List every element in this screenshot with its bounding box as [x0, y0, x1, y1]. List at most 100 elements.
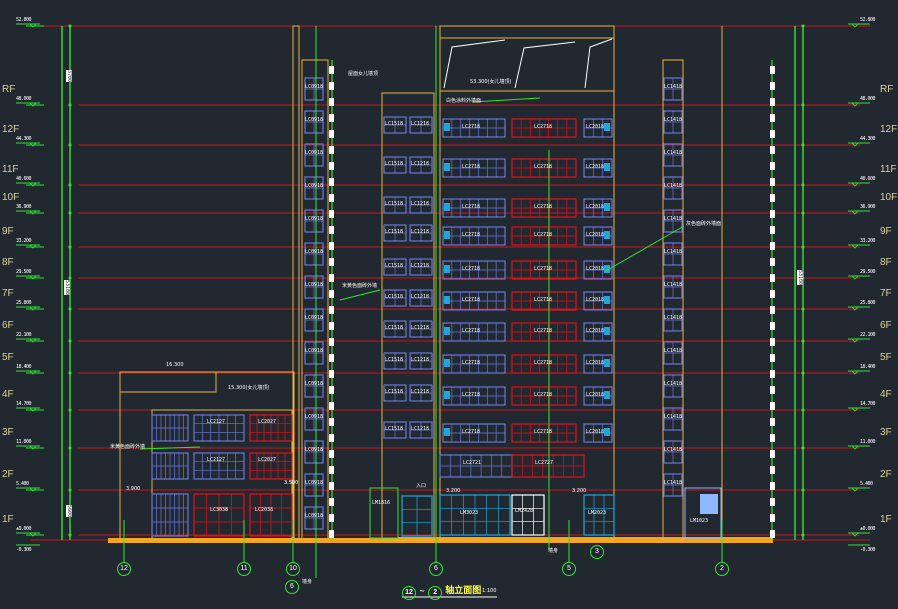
dimension-tick	[801, 307, 805, 311]
main-window-label-blue: LC2718	[462, 204, 481, 210]
axis-bubble-2: 2	[715, 562, 729, 576]
dimension-tick	[801, 408, 805, 412]
floor-label-right: 1F	[880, 514, 892, 525]
podium-top-elev: 16.300	[166, 362, 184, 368]
main-window-label-blue: LC2718	[462, 297, 481, 303]
right-dim-tick	[770, 178, 775, 186]
dimension-tick	[801, 245, 805, 249]
stair-window-label-b: LC1218	[411, 426, 430, 432]
right-dim-tick	[770, 354, 775, 362]
elevation-label-right: 18.400	[860, 364, 876, 370]
right-dim-tick	[770, 514, 775, 522]
axis-bubble-11: 11	[237, 562, 251, 576]
elevation-label-left: 22.100	[16, 332, 32, 338]
main-window-label-right: LC2018	[586, 124, 605, 130]
right-dim-tick	[770, 162, 775, 170]
side-tower-window-label: LC0918	[305, 513, 324, 519]
facade-note-b-leader	[603, 225, 685, 273]
floor-label-right: 11F	[880, 164, 897, 175]
main-window-cyan-panel	[604, 231, 610, 239]
right-door-glass	[700, 494, 718, 514]
main-window-label-red: LC2718	[534, 124, 553, 130]
right-tower-window-label: LC1418	[664, 249, 683, 255]
main-window-label-blue: LC2718	[462, 360, 481, 366]
floor-label-left: 8F	[2, 257, 14, 268]
main-window-label-right: LC2018	[586, 392, 605, 398]
elevation-label-right: 5.400	[860, 481, 873, 487]
right-tower-window-label: LC1418	[664, 348, 683, 354]
side-tower-dim-tick	[329, 482, 334, 490]
right-dim-tick	[770, 466, 775, 474]
dimension-tick	[801, 371, 805, 375]
side-tower-window-label: LC0918	[305, 117, 324, 123]
axis-note-center: 墙身	[548, 548, 559, 554]
right-dim-tick	[770, 434, 775, 442]
level-triangle-right	[851, 370, 859, 375]
right-tower-window-label: LC1418	[664, 150, 683, 156]
main-window-cyan-panel	[604, 428, 610, 436]
podium-window-label-red: LC2027	[258, 457, 277, 463]
main-window-label-right: LC2018	[586, 429, 605, 435]
dimension-tick	[68, 103, 72, 107]
axis-bubble-sub-6: 6	[285, 580, 299, 594]
elevation-label-left: 52.800	[16, 17, 32, 23]
elevation-label-left: 40.600	[16, 176, 32, 182]
axis-bubble-5: 5	[562, 562, 576, 576]
side-tower-window-label: LC0918	[305, 348, 324, 354]
side-tower-dim-tick	[329, 242, 334, 250]
right-tower-window-label: LC1418	[664, 183, 683, 189]
dimension-tick	[68, 307, 72, 311]
facade-note-b: 灰色面砖外墙面	[686, 221, 722, 227]
main-window-label-right: LC2018	[586, 360, 605, 366]
main-window-label-red: LC2718	[534, 164, 553, 170]
axis-bubble-6: 6	[429, 562, 443, 576]
dimension-tick	[801, 24, 805, 28]
elevation-label-left: 25.800	[16, 300, 32, 306]
main-window-label-blue: LC2718	[462, 266, 481, 272]
tower-facade-leader	[339, 289, 381, 301]
right-tower-window-label: LC1418	[664, 282, 683, 288]
dimension-tick	[68, 183, 72, 187]
podium-window-label-red: LC2027	[258, 419, 277, 425]
right-tower-window-label: LC1418	[664, 480, 683, 486]
side-tower-dim-tick	[329, 162, 334, 170]
floor-label-left: 6F	[2, 320, 14, 331]
side-tower-dim-tick	[329, 306, 334, 314]
ground-window-label-blue: LM3023	[460, 510, 479, 516]
elevation-label-left: ±0.000	[16, 526, 32, 532]
elevation-label-right: 44.300	[860, 136, 876, 142]
main-window-label-blue: LC2718	[462, 124, 481, 130]
side-tower-window-label: LC0918	[305, 282, 324, 288]
title-tilde: ~	[419, 587, 426, 595]
podium-parapet-elev: 15.300(女儿墙顶)	[228, 385, 270, 391]
elevation-label-left: 44.300	[16, 136, 32, 142]
right-dim-tick	[770, 226, 775, 234]
dimension-tick	[68, 24, 72, 28]
floor-label-left: 9F	[2, 226, 14, 237]
main-window-cyan-panel	[604, 203, 610, 211]
tower-facade-note: 米黄色面砖外墙	[342, 283, 378, 289]
right-dim-tick	[770, 402, 775, 410]
stair-window-label-a: LC1518	[385, 121, 404, 127]
floor-label-right: 8F	[880, 257, 892, 268]
main-canopy-elev-b: 3.200	[572, 488, 587, 494]
side-tower-window-label: LC0918	[305, 315, 324, 321]
roof-elev-note: 53.300(女儿墙顶)	[470, 79, 512, 85]
side-tower-dim-tick	[329, 82, 334, 90]
main-window-label-red: LC2718	[534, 297, 553, 303]
elevation-label-right: 29.500	[860, 269, 876, 275]
side-tower-dim-tick	[329, 530, 334, 538]
facade-note-a-leader	[471, 97, 541, 103]
elevation-label-left: 11.000	[16, 439, 32, 445]
floor-label-right: 2F	[880, 469, 892, 480]
floor-label-left: RF	[2, 84, 16, 95]
podium-note: 米黄色面砖外墙	[110, 444, 146, 450]
dimension-tick	[801, 533, 805, 537]
stair-window-label-b: LC1218	[411, 294, 430, 300]
side-tower-dim-tick	[329, 434, 334, 442]
right-dim-tick	[770, 146, 775, 154]
side-tower-window-label: LC0918	[305, 216, 324, 222]
louver-line-a	[443, 39, 506, 89]
right-dim-tick	[770, 210, 775, 218]
